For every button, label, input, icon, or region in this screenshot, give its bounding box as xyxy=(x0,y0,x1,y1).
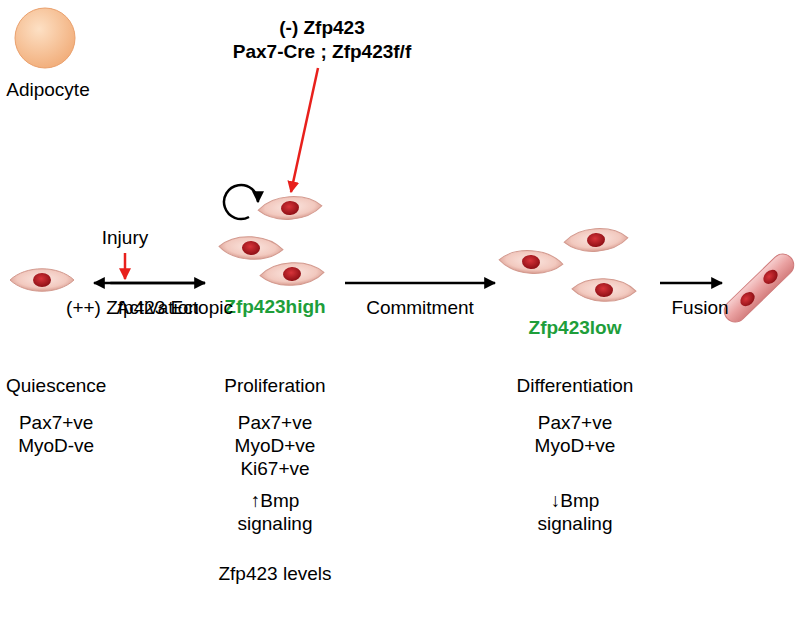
stage-node: Zfp423highProliferationPax7+ve MyoD+ve K… xyxy=(205,188,345,540)
annotation-label: Injury xyxy=(102,226,148,249)
myotube xyxy=(720,250,799,327)
adipocyte-cell xyxy=(15,8,75,68)
quiescent-cell xyxy=(10,269,74,292)
self-renewal-loop xyxy=(224,185,258,219)
node-heading: Zfp423high xyxy=(224,295,325,318)
annotation-label: Fusion xyxy=(671,296,728,319)
differentiating-cell xyxy=(498,249,563,276)
differentiating-cell xyxy=(572,278,637,303)
annotation-label: Pax7-Cre ; Zfp423f/f xyxy=(233,40,411,63)
connectors xyxy=(94,283,495,284)
node-heading: Zfp423low xyxy=(529,316,622,339)
node-text: Pax7+ve MyoD+ve Ki67+ve xyxy=(229,411,321,480)
arrow-connector xyxy=(345,282,495,285)
node-text: Pax7+ve MyoD+ve xyxy=(529,411,621,457)
adipocyte-node: Adipocyte xyxy=(2,4,94,108)
edge-label: Commitment xyxy=(366,296,474,319)
proliferating-cell xyxy=(257,195,322,222)
node-text: ↑Bmp signaling xyxy=(229,489,321,535)
stage-node: Zfp423lowDifferentiationPax7+ve MyoD+ve ↓… xyxy=(495,225,655,540)
node-text: Differentiation xyxy=(517,374,634,397)
node-text: Pax7+ve MyoD-ve xyxy=(10,411,102,457)
proliferating-cell xyxy=(218,235,283,261)
node-text: ↓Bmp signaling xyxy=(529,489,621,535)
node-heading: Adipocyte xyxy=(6,78,89,101)
injury-arrow xyxy=(124,253,127,279)
annotation-label: Zfp423 levels xyxy=(218,562,331,585)
edge-label: (++) Zfp423 Ectopic xyxy=(66,296,233,319)
arrow-connector xyxy=(94,282,205,285)
node-heading: Quiescence xyxy=(6,374,106,397)
stage-node: QuiescencePax7+ve MyoD-ve xyxy=(2,250,110,460)
proliferating-cell xyxy=(259,261,324,287)
knockout-arrow xyxy=(291,68,318,192)
fusion-arrow xyxy=(660,282,722,285)
differentiating-cell xyxy=(563,227,628,254)
annotation-label: (-) Zfp423 xyxy=(279,16,365,39)
node-text: Proliferation xyxy=(224,374,325,397)
